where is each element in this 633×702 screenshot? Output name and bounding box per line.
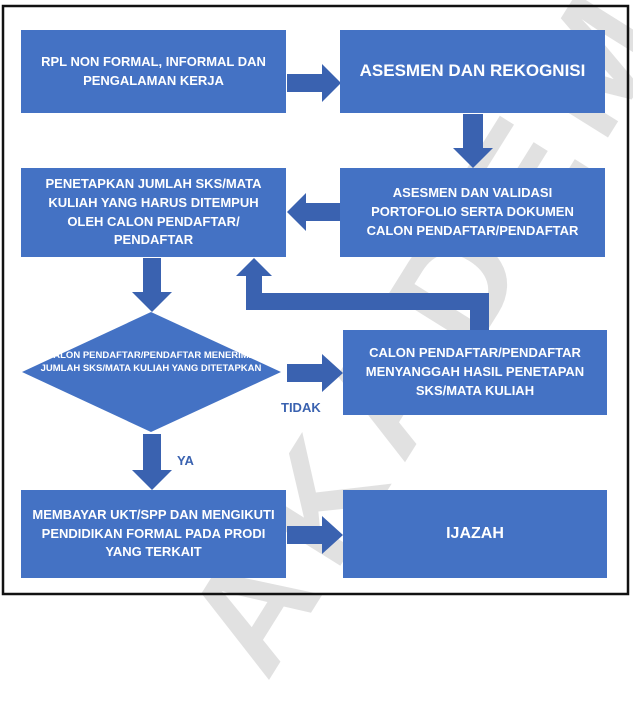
node-rpl: RPL NON FORMAL, INFORMAL DAN PENGALAMAN … [21,30,286,113]
flowchart-canvas [1,4,630,596]
node-asesmen-rekognisi: ASESMEN DAN REKOGNISI [340,30,605,113]
node-asesmen-validasi: ASESMEN DAN VALIDASI PORTOFOLIO SERTA DO… [340,168,605,257]
outer-border [1,4,630,596]
arrow-right-2 [287,354,343,392]
decision-text: CALON PENDAFTAR/PENDAFTAR MENERIMA JUMLA… [40,350,262,374]
arrow-right-1 [287,64,341,102]
arrow-down-1 [453,114,493,168]
arrow-feedback [236,258,489,330]
node-ijazah: IJAZAH [343,490,607,578]
arrow-down-2 [132,258,172,312]
node-sanggah: CALON PENDAFTAR/PENDAFTAR MENYANGGAH HAS… [343,330,607,415]
node-bayar: MEMBAYAR UKT/SPP DAN MENGIKUTI PENDIDIKA… [21,490,286,578]
edge-label-yes: YA [177,453,194,468]
arrow-down-3 [132,434,172,490]
arrow-right-3 [287,516,343,554]
arrow-left-1 [287,193,340,231]
edge-label-no: TIDAK [281,400,321,415]
decision-diamond [22,312,281,432]
node-penetapan: PENETAPKAN JUMLAH SKS/MATA KULIAH YANG H… [21,168,286,257]
